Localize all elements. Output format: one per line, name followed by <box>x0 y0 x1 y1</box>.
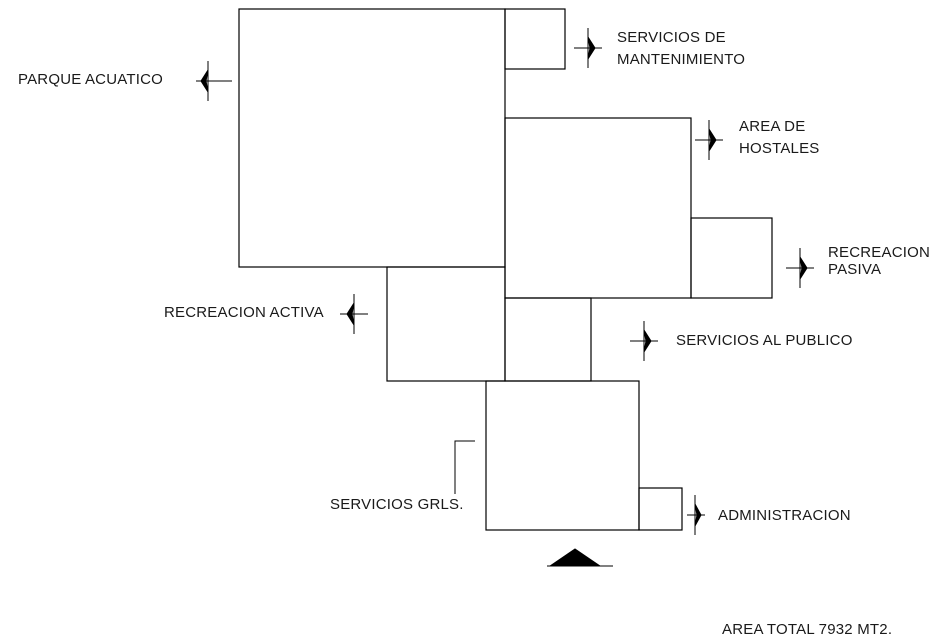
marker-area-hostales-icon <box>695 120 723 160</box>
label-area-hostales-line2: HOSTALES <box>739 140 820 157</box>
entrance-arrow-icon <box>548 548 602 567</box>
label-recreacion-pasiva-line1: RECREACION <box>828 244 931 261</box>
label-recreacion-activa: RECREACION ACTIVA <box>164 304 324 321</box>
label-servicios-mantenimiento-line2: MANTENIMIENTO <box>617 51 746 68</box>
zone-area-hostales <box>504 117 692 299</box>
marker-servicios-publico-icon <box>630 321 658 361</box>
marker-parque-acuatico-icon <box>196 61 232 101</box>
servicios-grls-leader <box>454 440 475 494</box>
zone-servicios-grls <box>485 380 640 531</box>
label-servicios-mantenimiento-line1: SERVICIOS DE <box>617 29 726 46</box>
label-area-hostales-line1: AREA DE <box>739 118 806 135</box>
marker-recreacion-pasiva-icon <box>786 248 814 288</box>
label-servicios-grls: SERVICIOS GRLS. <box>330 496 464 513</box>
marker-administracion-icon <box>687 495 705 535</box>
zone-servicios-mantenimiento <box>504 8 566 70</box>
zone-recreacion-activa <box>386 266 506 382</box>
zone-parque-acuatico <box>238 8 506 268</box>
label-recreacion-pasiva-line2: PASIVA <box>828 261 882 278</box>
marker-recreacion-activa-icon <box>340 294 368 334</box>
label-servicios-publico: SERVICIOS AL PUBLICO <box>676 332 853 349</box>
zone-recreacion-pasiva <box>690 217 773 299</box>
label-parque-acuatico: PARQUE ACUATICO <box>18 71 163 88</box>
zone-servicios-publico <box>504 297 592 382</box>
label-administracion: ADMINISTRACION <box>718 507 851 524</box>
area-total-label: AREA TOTAL 7932 MT2. <box>722 621 893 638</box>
zone-administracion <box>638 487 683 531</box>
marker-servicios-mantenimiento-icon <box>574 28 602 68</box>
